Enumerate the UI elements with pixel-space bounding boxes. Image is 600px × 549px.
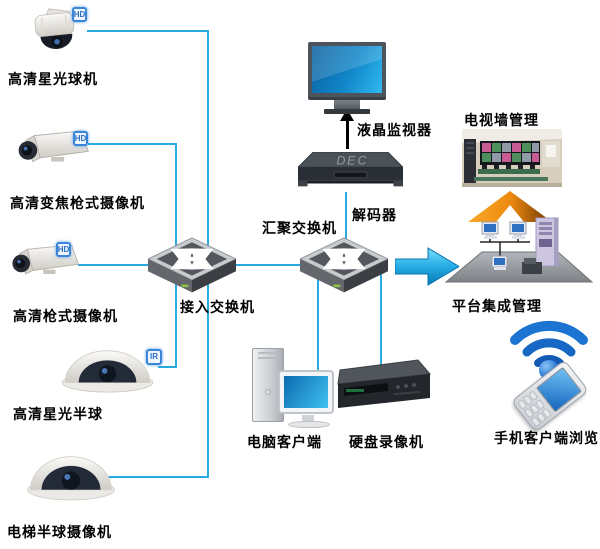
decoder-text: DEC	[336, 153, 368, 167]
network-cable	[317, 278, 319, 376]
lcd-monitor-label: 液晶监视器	[357, 122, 432, 138]
lcd-monitor-icon	[308, 42, 386, 118]
dvr-icon	[337, 359, 431, 408]
dvr-label: 硬盘录像机	[349, 434, 424, 450]
network-cable	[207, 30, 209, 248]
aggregation-switch-label: 汇聚交换机	[262, 220, 337, 236]
hd-badge: HD	[56, 242, 71, 257]
network-cable	[158, 366, 177, 368]
zoom-box-camera-label: 高清变焦枪式摄像机	[10, 195, 145, 211]
access-switch-icon	[148, 237, 236, 293]
ir-dome-camera-icon	[61, 350, 154, 393]
mobile-client-label: 手机客户端浏览	[494, 430, 599, 446]
pc-client-icon	[246, 346, 336, 430]
hd-badge: HD	[73, 131, 88, 146]
ptz-camera-icon	[34, 8, 75, 49]
ir-dome-camera-label: 高清星光半球	[13, 406, 103, 422]
aggregation-switch-icon	[300, 237, 388, 293]
network-cable	[345, 192, 347, 244]
network-cable	[78, 264, 156, 266]
platform-label: 平台集成管理	[452, 298, 542, 314]
network-cable	[175, 143, 177, 257]
network-cable	[380, 272, 382, 368]
elevator-dome-camera-icon	[27, 456, 115, 501]
box-camera-label: 高清枪式摄像机	[13, 308, 118, 324]
network-cable	[175, 282, 177, 368]
network-cable	[76, 476, 209, 478]
network-cable	[87, 30, 209, 32]
network-cable	[88, 143, 177, 145]
ir-badge: IR	[146, 349, 162, 365]
platform-icon	[444, 217, 594, 283]
access-switch-label: 接入交换机	[180, 299, 255, 315]
network-cable	[207, 284, 209, 478]
network-cable	[234, 264, 302, 266]
hd-badge: HD	[72, 7, 87, 22]
decoder-icon: DEC	[298, 152, 403, 187]
flow-arrow-right-icon	[395, 247, 459, 286]
tv-wall-photo	[462, 129, 562, 187]
pc-client-label: 电脑客户端	[247, 434, 322, 450]
mobile-phone-icon	[506, 359, 592, 433]
flow-arrow-up-icon	[468, 191, 552, 222]
tv-wall-label: 电视墙管理	[464, 112, 539, 128]
decoder-label: 解码器	[352, 207, 397, 223]
ptz-camera-label: 高清星光球机	[8, 71, 98, 87]
elevator-dome-camera-label: 电梯半球摄像机	[7, 524, 112, 540]
